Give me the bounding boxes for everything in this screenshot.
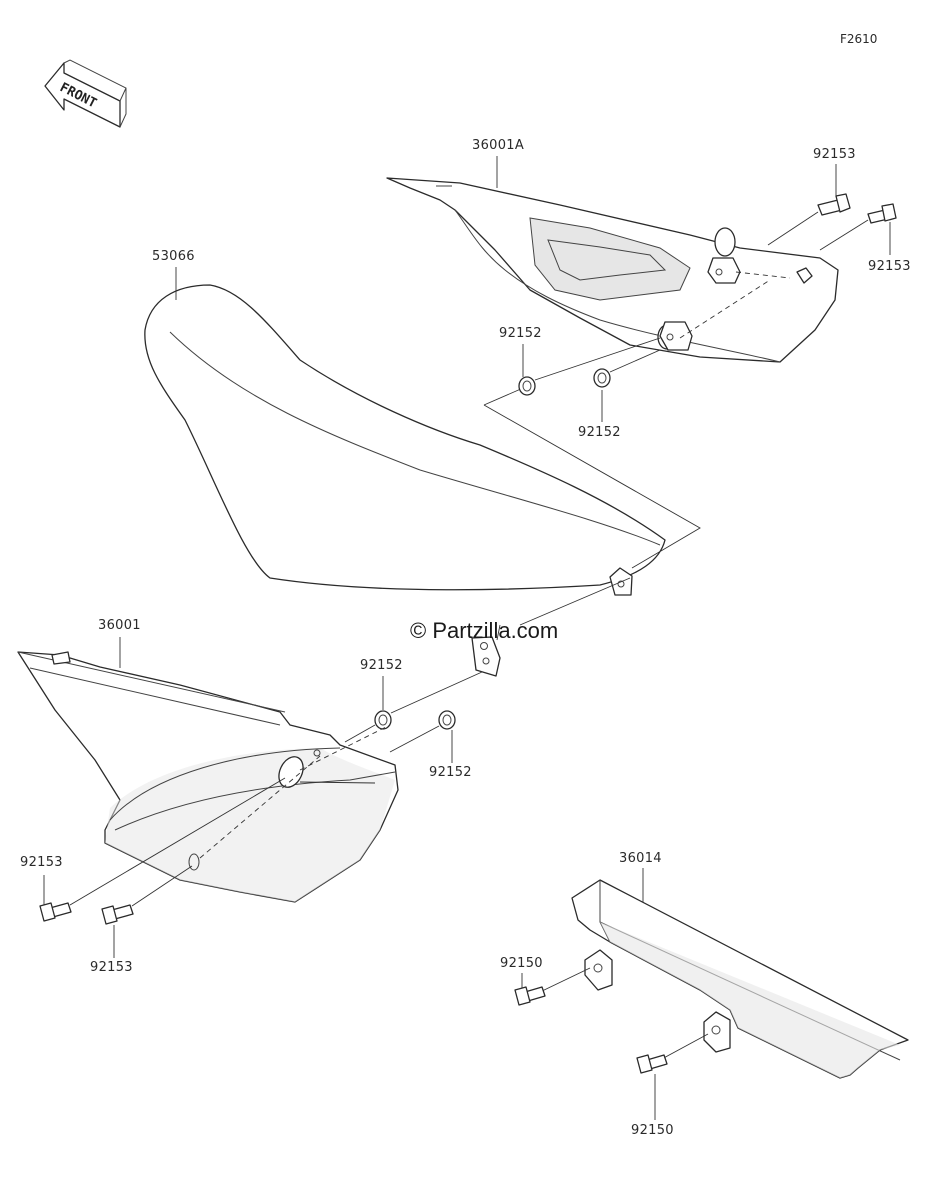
callout-92152-upper-2[interactable]: 92152 [578, 425, 621, 440]
callout-92150-2[interactable]: 92150 [631, 1123, 674, 1138]
bolt-chain-2-icon [636, 1054, 668, 1074]
figure-code: F2610 [840, 32, 878, 46]
grommet-upper-1-icon [518, 376, 536, 396]
callout-92153-lower-1[interactable]: 92153 [20, 855, 63, 870]
front-arrow-icon [44, 59, 127, 128]
watermark: © Partzilla.com [410, 618, 559, 643]
callout-36001[interactable]: 36001 [98, 618, 141, 633]
grommet-lower-1-icon [374, 710, 392, 730]
seat-shape [144, 284, 701, 677]
callout-92150-1[interactable]: 92150 [500, 956, 543, 971]
bolt-lower-1-icon [39, 902, 72, 922]
left-side-cover-shape [17, 651, 399, 903]
bolt-upper-2-icon [867, 203, 897, 224]
right-side-cover-shape [386, 177, 839, 363]
callout-92153-upper-1[interactable]: 92153 [813, 147, 856, 162]
callout-36001a[interactable]: 36001A [472, 138, 525, 153]
bolt-lower-2-icon [101, 904, 134, 925]
callout-92152-lower-2[interactable]: 92152 [429, 765, 472, 780]
callout-92152-upper-1[interactable]: 92152 [499, 326, 542, 341]
callout-36014[interactable]: 36014 [619, 851, 662, 866]
callout-92152-lower-1[interactable]: 92152 [360, 658, 403, 673]
callout-92153-upper-2[interactable]: 92153 [868, 259, 911, 274]
callout-53066[interactable]: 53066 [152, 249, 195, 264]
grommet-upper-2-icon [593, 368, 611, 388]
bolt-upper-1-icon [817, 193, 851, 216]
callout-92153-lower-2[interactable]: 92153 [90, 960, 133, 975]
chain-guard-shape [539, 879, 909, 1079]
grommet-lower-2-icon [438, 710, 456, 730]
bolt-chain-1-icon [514, 986, 546, 1006]
callout-leaders [43, 156, 891, 1120]
